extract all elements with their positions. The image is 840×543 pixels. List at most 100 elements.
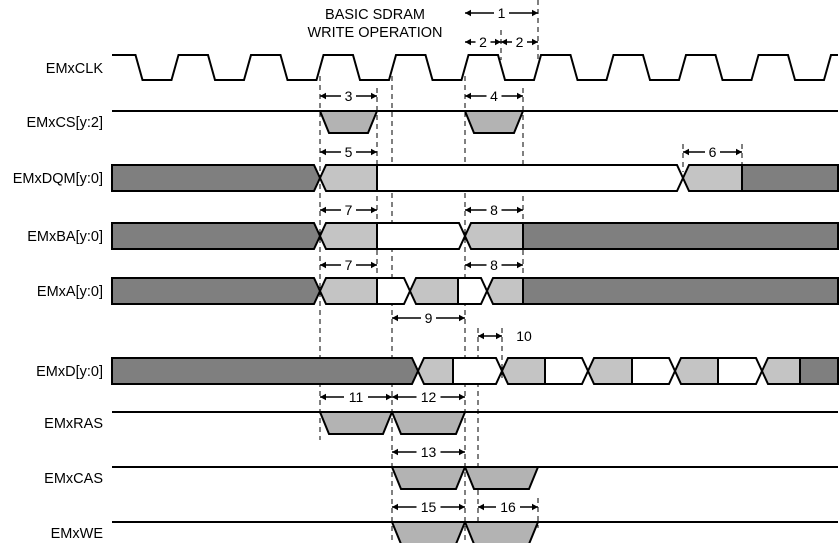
bus-segment-dark [111,277,322,305]
signal-label-emxba: EMxBA[y:0] [27,229,103,245]
marker-label-backdrop [486,257,502,273]
marker-arrow-left [683,148,689,156]
marker-label-backdrop [341,88,356,104]
marker-arrow-right [459,314,465,322]
strobe-low-pulse [318,411,394,435]
timing-marker-4: 4 [465,88,523,104]
bus-segment-light [318,222,378,250]
bus-segment-light [318,277,378,305]
marker-label: 2 [516,34,524,50]
bus-segment-light [586,357,633,385]
marker-label-backdrop [475,34,491,50]
waveform-emxwe [112,521,838,543]
bus-segment-dark [522,277,839,305]
bus-segment-light [681,164,743,192]
timing-marker-2b: 2 [501,34,538,50]
signal-label-emxras: EMxRAS [44,416,103,432]
bus-segment-white [544,357,590,385]
marker-arrow-right [459,448,465,456]
marker-arrow-left [392,314,398,322]
marker-arrow-left [465,92,471,100]
marker-arrow-left [501,38,507,46]
signal-label-emxcs: EMxCS[y:2] [26,115,103,131]
strobe-low-pulse [390,466,467,490]
bus-segment-light [485,277,524,305]
marker-arrow-right [459,393,465,401]
marker-arrow-right [371,261,377,269]
bus-segment-white [376,222,467,250]
timing-marker-8b: 8 [465,257,523,273]
marker-label-backdrop [512,34,527,50]
waveform-emxdqm [111,164,839,192]
marker-label: 15 [421,499,437,515]
bus-segment-white [376,164,685,192]
timing-marker-15: 15 [392,499,465,515]
waveform-emxd [111,357,839,385]
timing-marker-6: 6 [683,144,742,160]
marker-label: 8 [490,257,498,273]
title-line-2: WRITE OPERATION [307,25,442,41]
marker-label-backdrop [421,310,436,326]
timing-marker-11: 11 [320,389,392,405]
marker-arrow-right [532,503,538,511]
marker-arrow-left [465,38,471,46]
title-line-1: BASIC SDRAM [325,7,425,23]
timing-marker-10: 10 [478,328,532,344]
marker-arrow-left [392,503,398,511]
strobe-low-pulse [390,411,467,435]
bus-segment-dark [741,164,839,192]
signal-labels: EMxCLKEMxCS[y:2]EMxDQM[y:0]EMxBA[y:0]EMx… [13,61,104,542]
marker-label-backdrop [416,389,441,405]
marker-label: 9 [425,310,433,326]
marker-label: 1 [498,5,506,21]
marker-label-backdrop [496,499,520,515]
bus-segment-white [376,277,412,305]
bus-segment-light [500,357,546,385]
waveform-emxcs [112,110,838,134]
marker-label: 7 [345,257,353,273]
bus-segment-white [457,277,489,305]
marker-label-backdrop [486,202,502,218]
bus-segment-light [408,277,459,305]
marker-label: 13 [421,444,437,460]
bus-segment-white [631,357,677,385]
marker-arrow-right [371,206,377,214]
marker-arrow-left [392,448,398,456]
strobe-low-pulse [463,521,540,543]
marker-arrow-right [517,206,523,214]
reference-dash-lines [319,0,743,543]
bus-segment-dark [111,357,420,385]
strobe-low-pulse [318,110,379,134]
signal-label-emxclk: EMxCLK [46,61,104,77]
marker-label: 3 [345,88,353,104]
bus-segment-dark [799,357,839,385]
marker-label: 5 [345,144,353,160]
diagram-title: BASIC SDRAM WRITE OPERATION [307,7,442,41]
timing-marker-8a: 8 [465,202,523,218]
signal-label-emxcas: EMxCAS [44,471,103,487]
signal-label-emxa: EMxA[y:0] [37,284,103,300]
marker-arrow-right [371,148,377,156]
bus-segment-light [673,357,719,385]
bus-segment-dark [111,164,322,192]
timing-marker-5: 5 [320,144,377,160]
marker-label-backdrop [341,257,356,273]
bus-segment-dark [111,222,322,250]
waveform-emxa [111,277,839,305]
marker-arrow-right [532,38,538,46]
timing-marker-1: 1 [465,5,538,21]
waveform-emxclk [112,54,838,81]
marker-arrow-left [320,393,326,401]
marker-label: 7 [345,202,353,218]
waveform-emxba [111,222,839,250]
waveforms [111,54,839,543]
marker-arrow-right [532,9,538,17]
timing-marker-9: 9 [392,310,465,326]
marker-arrow-left [320,261,326,269]
marker-label-backdrop [416,499,441,515]
timing-marker-12: 12 [392,389,465,405]
strobe-low-pulse [463,466,540,490]
marker-label-backdrop [344,389,368,405]
marker-label-backdrop [416,444,441,460]
